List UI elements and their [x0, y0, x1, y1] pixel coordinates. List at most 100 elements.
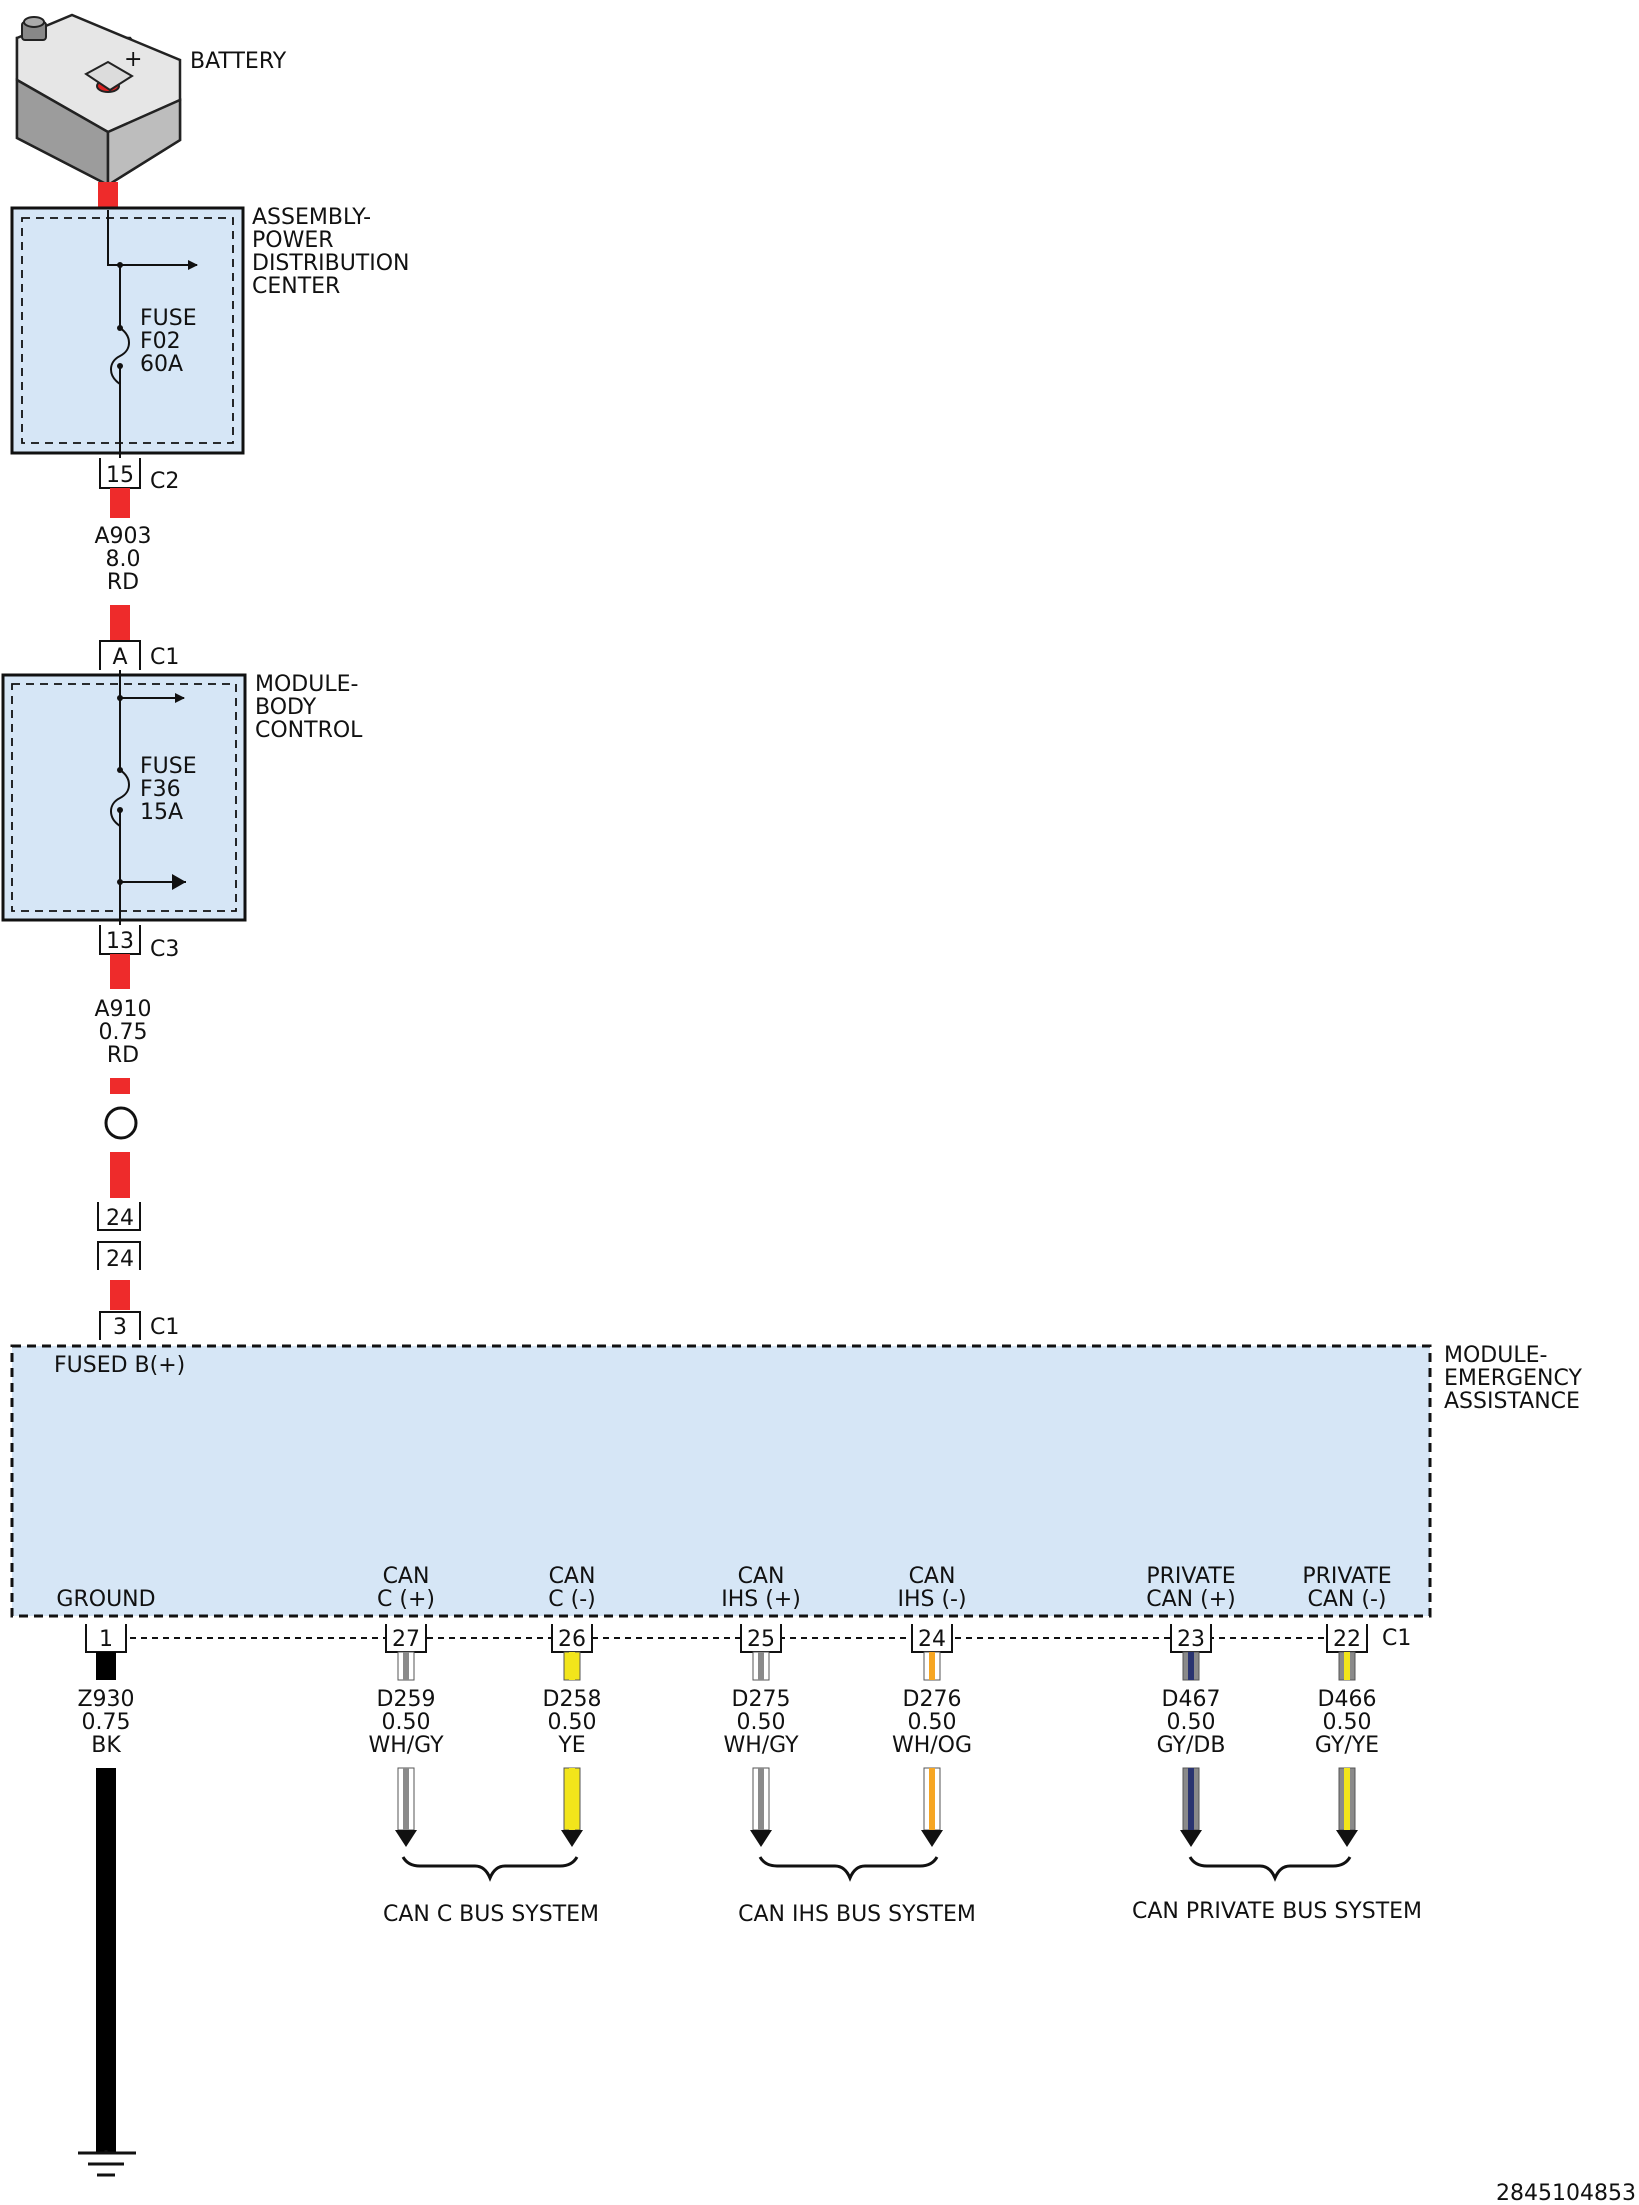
- ea-module-name: MODULE- EMERGENCY ASSISTANCE: [1444, 1343, 1582, 1414]
- wire-color-label: WH/GY: [723, 1733, 799, 1758]
- can-private-brace: [1188, 1856, 1352, 1882]
- wire-a910-label: A910 0.75 RD: [94, 997, 151, 1068]
- svg-text:EMERGENCY: EMERGENCY: [1444, 1366, 1582, 1391]
- wire-a903-label: A903 8.0 RD: [94, 524, 151, 595]
- wire-code-label: D258: [543, 1687, 602, 1712]
- wire-continuation-arrow-icon: [750, 1830, 772, 1847]
- pin-number: 23: [1177, 1627, 1205, 1652]
- pin-number: 25: [747, 1627, 775, 1652]
- pin-number: 1: [99, 1627, 113, 1652]
- svg-text:24: 24: [106, 1206, 134, 1231]
- ea-module-box: [10, 1344, 1432, 1618]
- ground-icon: [78, 2150, 136, 2177]
- wire-stripe: [569, 1768, 575, 1830]
- pin-function-label: CAN: [549, 1564, 596, 1589]
- wire-color-label: WH/GY: [368, 1733, 444, 1758]
- can-ihs-bus-label: CAN IHS BUS SYSTEM: [738, 1902, 976, 1927]
- pdc-output-pin: 15: [99, 458, 141, 489]
- wire-stripe: [569, 1652, 575, 1680]
- wire-code-label: D467: [1162, 1687, 1221, 1712]
- wire-a910-segment: [110, 1078, 130, 1094]
- svg-text:15: 15: [106, 463, 134, 488]
- svg-text:MODULE-: MODULE-: [1444, 1343, 1547, 1368]
- figure-id: 2845104853: [1496, 2181, 1636, 2205]
- wire-stripe: [758, 1652, 764, 1680]
- wire-a903-segment: [110, 605, 130, 641]
- wire-color-label: GY/YE: [1315, 1733, 1379, 1758]
- svg-text:A903: A903: [94, 524, 151, 549]
- battery-icon: +: [15, 13, 182, 188]
- wire-a910-segment: [110, 1152, 130, 1198]
- svg-text:A910: A910: [94, 997, 151, 1022]
- bcm-name: MODULE- BODY CONTROL: [255, 672, 363, 743]
- pin-function-label: CAN: [909, 1564, 956, 1589]
- battery-plus-sign: +: [124, 47, 142, 72]
- fuse-f36-label: FUSE F36 15A: [140, 754, 197, 825]
- svg-text:FUSE: FUSE: [140, 306, 197, 331]
- svg-text:3: 3: [113, 1315, 127, 1340]
- pin-function-label: CAN (-): [1308, 1587, 1387, 1612]
- svg-text:13: 13: [106, 929, 134, 954]
- pin-function-label: CAN (+): [1146, 1587, 1235, 1612]
- ea-connector-label: C1: [1382, 1626, 1411, 1651]
- wire-gauge-label: 0.50: [1167, 1710, 1216, 1735]
- pin-function-label: CAN: [383, 1564, 430, 1589]
- bcm-splice-dot: [117, 879, 123, 885]
- bcm-circuit: [110, 670, 186, 925]
- fuse-f36-terminal: [117, 807, 123, 813]
- ea-power-pin: 3: [99, 1311, 141, 1340]
- battery-label: BATTERY: [190, 49, 287, 74]
- svg-text:F02: F02: [140, 329, 181, 354]
- wire-stripe: [1344, 1652, 1350, 1680]
- wire-stripe: [1344, 1768, 1350, 1830]
- wire-code-label: D276: [903, 1687, 962, 1712]
- splice-circle-icon: [104, 1106, 138, 1140]
- pin-function-label: GROUND: [56, 1587, 155, 1612]
- wire-continuation-arrow-icon: [395, 1830, 417, 1847]
- svg-text:BODY: BODY: [255, 695, 317, 720]
- wire-a903-segment: [110, 488, 130, 518]
- pin-function-label: C (-): [548, 1587, 595, 1612]
- bcm-splice-dot: [117, 695, 123, 701]
- wire-stripe: [758, 1768, 764, 1830]
- wire-code-label: Z930: [77, 1687, 134, 1712]
- svg-text:ASSISTANCE: ASSISTANCE: [1444, 1389, 1580, 1414]
- wire-gauge-label: 0.50: [548, 1710, 597, 1735]
- wire-code-label: D466: [1318, 1687, 1377, 1712]
- fuse-f02-label: FUSE F02 60A: [140, 306, 197, 377]
- svg-text:A: A: [112, 645, 127, 670]
- svg-text:DISTRIBUTION: DISTRIBUTION: [252, 251, 410, 276]
- pin-number: 26: [558, 1627, 586, 1652]
- pin-number: 24: [918, 1627, 946, 1652]
- wire-color-label: GY/DB: [1157, 1733, 1226, 1758]
- wire-gauge-label: 0.50: [737, 1710, 786, 1735]
- wire-code-label: D275: [732, 1687, 791, 1712]
- inline-connector-24: 24 24: [97, 1202, 141, 1272]
- bcm-output-arrow-icon: [172, 874, 186, 890]
- svg-text:POWER: POWER: [252, 228, 334, 253]
- svg-text:F36: F36: [140, 777, 181, 802]
- wire-gauge-label: 0.50: [908, 1710, 957, 1735]
- pdc-circuit: [107, 210, 198, 458]
- pdc-connector-label: C2: [150, 469, 179, 494]
- svg-text:60A: 60A: [140, 352, 183, 377]
- pin-function-label: IHS (-): [897, 1587, 966, 1612]
- bcm-input-pin: A: [99, 640, 141, 670]
- pin-function-label: C (+): [377, 1587, 435, 1612]
- svg-text:CONTROL: CONTROL: [255, 718, 363, 743]
- svg-text:24: 24: [106, 1247, 134, 1272]
- svg-text:ASSEMBLY-: ASSEMBLY-: [252, 205, 371, 230]
- fused-bplus-label: FUSED B(+): [54, 1353, 185, 1378]
- can-ihs-brace: [758, 1856, 939, 1882]
- ea-power-connector-label: C1: [150, 1315, 179, 1340]
- wire-a910-segment: [110, 1280, 130, 1310]
- svg-text:15A: 15A: [140, 800, 183, 825]
- ground-wire: [96, 1768, 116, 2153]
- wire-continuation-arrow-icon: [1180, 1830, 1202, 1847]
- can-private-bus-label: CAN PRIVATE BUS SYSTEM: [1132, 1899, 1422, 1924]
- pdc-box: [10, 206, 245, 455]
